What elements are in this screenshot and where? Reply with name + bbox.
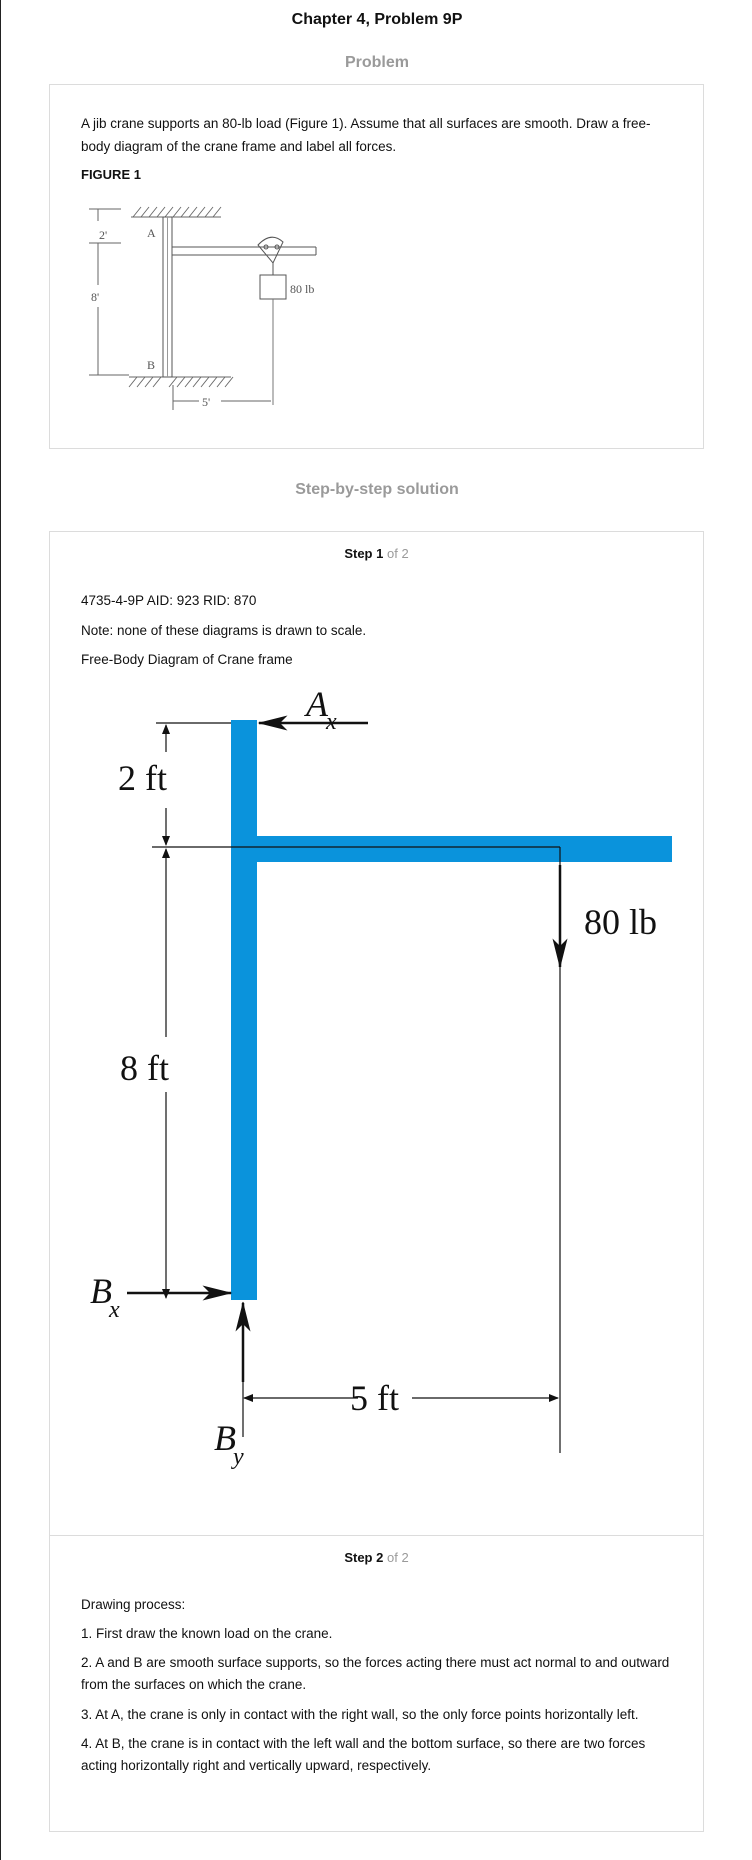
figure1-crane-drawing: 2' 8' A B 5' 80 lb — [89, 206, 317, 410]
solution-card: Step 1 of 2 4735-4-9P AID: 923 RID: 870 … — [49, 531, 704, 1832]
step1-line-2: Note: none of these diagrams is drawn to… — [81, 623, 367, 638]
step2-line-1: Drawing process: — [81, 1597, 186, 1612]
free-body-diagram: Ax Bx By 2 ft 8 ft 5 ft 80 lb — [90, 684, 672, 1470]
fig1-load-label: 80 lb — [290, 282, 314, 296]
step2-header: Step 2 of 2 — [50, 1550, 703, 1565]
solution-heading: Step-by-step solution — [295, 481, 459, 498]
label-ax: Ax — [304, 684, 337, 735]
step1-line-3: Free-Body Diagram of Crane frame — [81, 652, 293, 667]
label-by: By — [214, 1418, 244, 1470]
fig1-label-b: B — [147, 358, 155, 372]
step1-header: Step 1 of 2 — [50, 546, 703, 561]
fig1-dim-top: 2' — [99, 228, 107, 242]
step2-line-3: 2. A and B are smooth surface supports, … — [81, 1655, 670, 1692]
label-8ft: 8 ft — [120, 1048, 169, 1088]
figure-label: FIGURE 1 — [81, 167, 141, 182]
step1-label: Step — [344, 546, 373, 561]
crane-column — [231, 720, 257, 1300]
step2-line-2: 1. First draw the known load on the cran… — [81, 1626, 333, 1641]
problem-heading: Problem — [344, 54, 409, 71]
step2-line-4: 3. At A, the crane is only in contact wi… — [81, 1707, 639, 1722]
fig1-label-a: A — [147, 226, 156, 240]
label-bx: Bx — [90, 1271, 120, 1323]
page-title: Chapter 4, Problem 9P — [291, 11, 463, 28]
crane-arm — [231, 836, 672, 862]
step1-of: of 2 — [386, 546, 409, 561]
step2-label: Step — [344, 1550, 373, 1565]
step2-num: 2 — [376, 1550, 384, 1565]
fig1-dim-mid: 8' — [91, 290, 99, 304]
step2-line-5: 4. At B, the crane is in contact with th… — [81, 1736, 646, 1773]
label-5ft: 5 ft — [350, 1378, 399, 1418]
problem-card: A jib crane supports an 80-lb load (Figu… — [49, 84, 704, 449]
step2-of: of 2 — [386, 1550, 409, 1565]
step1-line-1: 4735-4-9P AID: 923 RID: 870 — [81, 593, 257, 608]
fig1-dim-bottom: 5' — [202, 395, 210, 409]
problem-text: A jib crane supports an 80-lb load (Figu… — [81, 116, 651, 154]
step1-num: 1 — [376, 546, 384, 561]
step-divider — [50, 1535, 703, 1536]
label-load: 80 lb — [584, 902, 657, 942]
label-2ft: 2 ft — [118, 758, 167, 798]
